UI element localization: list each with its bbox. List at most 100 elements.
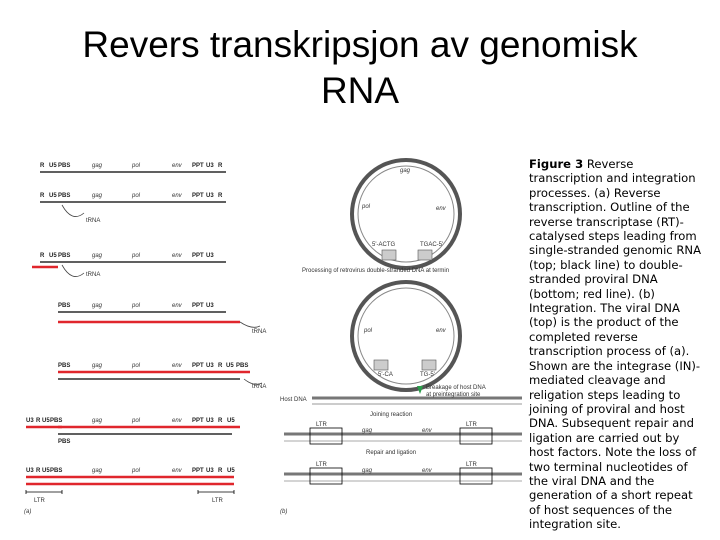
- rt-step-5: PBS gag pol env PPT U3 R U5 PBS tRNA: [58, 363, 266, 390]
- breakage-label-2: at preintegration site: [426, 392, 481, 398]
- reverse-transcription-figure: R U5 PBS gag pol env PPT U3 R R U5 PBS g…: [22, 150, 522, 522]
- label-ppt: PPT: [192, 418, 204, 424]
- label-r-end: R: [218, 163, 223, 169]
- label-env: env: [172, 163, 183, 169]
- label-gag: gag: [92, 193, 103, 199]
- label-ltr-right: LTR: [212, 498, 224, 504]
- label-r: R: [40, 253, 45, 259]
- figure-caption: Figure 3 Reverse transcription and integ…: [529, 157, 707, 532]
- label-ppt: PPT: [192, 363, 204, 369]
- label-pbs: PBS: [58, 363, 70, 369]
- circle-bottom: pol env 5'-CA TG-5': [350, 280, 462, 392]
- circle-top: gag pol env 5'-ACTG TGAC-5': [350, 158, 462, 270]
- joined-dna-1: LTR LTR gag env: [284, 422, 522, 445]
- label-ppt: PPT: [192, 253, 204, 259]
- end-seq-1: 5'-ACTG: [372, 242, 395, 248]
- ltr-label: LTR: [316, 422, 328, 428]
- circle-pol-label: pol: [363, 328, 373, 334]
- label-u5: U5: [227, 468, 235, 474]
- label-pbs: PBS: [50, 468, 62, 474]
- processing-label: Processing of retrovirus double-stranded…: [302, 268, 449, 274]
- label-r: R: [40, 193, 45, 199]
- label-pbs: PBS: [58, 439, 70, 445]
- label-u5: U5: [226, 363, 234, 369]
- joining-label: Joining reaction: [370, 412, 412, 418]
- label-trna: tRNA: [86, 218, 100, 224]
- label-env: env: [172, 303, 183, 309]
- env-label: env: [422, 428, 433, 434]
- label-env: env: [172, 193, 183, 199]
- label-gag: gag: [92, 418, 103, 424]
- ltr-label: LTR: [466, 462, 478, 468]
- label-gag: gag: [92, 253, 103, 259]
- label-u5: U5: [49, 253, 57, 259]
- label-pbs: PBS: [50, 418, 62, 424]
- label-pol: pol: [131, 193, 141, 199]
- host-dna-row: Host DNA Breakage of host DNA at preinte…: [280, 385, 522, 405]
- circle-env-label: env: [436, 328, 447, 334]
- label-env: env: [172, 363, 183, 369]
- label-env: env: [172, 468, 183, 474]
- label-u3: U3: [26, 468, 34, 474]
- label-gag: gag: [92, 303, 103, 309]
- gag-label: gag: [362, 428, 373, 434]
- label-u3: U3: [206, 193, 214, 199]
- label-u3: U3: [206, 303, 214, 309]
- label-trna: tRNA: [86, 272, 100, 278]
- env-label: env: [422, 468, 433, 474]
- ltr-label: LTR: [466, 422, 478, 428]
- label-pbs: PBS: [236, 363, 248, 369]
- rt-step-2: R U5 PBS gag pol env PPT U3 R tRNA: [40, 193, 226, 224]
- repair-label: Repair and ligation: [366, 450, 416, 456]
- end-seq-3: 5'-CA: [378, 372, 393, 378]
- label-ppt: PPT: [192, 468, 204, 474]
- label-pbs: PBS: [58, 253, 70, 259]
- label-u3: U3: [206, 418, 214, 424]
- rt-step-7: U3 R U5 PBS gag pol env PPT U3 R U5 LTR …: [25, 468, 235, 504]
- gag-label: gag: [362, 468, 373, 474]
- label-u5: U5: [227, 418, 235, 424]
- caption-label: Figure 3: [529, 157, 584, 171]
- panel-a-label: (a): [24, 509, 31, 515]
- joined-dna-2: LTR LTR gag env: [284, 462, 522, 485]
- label-pol: pol: [131, 163, 141, 169]
- label-gag: gag: [92, 163, 103, 169]
- label-pol: pol: [131, 253, 141, 259]
- host-dna-label: Host DNA: [280, 397, 307, 403]
- label-pbs: PBS: [58, 163, 70, 169]
- title-line-1: Revers transkripsjon av genomisk: [82, 24, 638, 65]
- label-u3: U3: [206, 253, 214, 259]
- label-pol: pol: [131, 363, 141, 369]
- label-r: R: [40, 163, 45, 169]
- label-pol: pol: [131, 303, 141, 309]
- end-seq-4: TG-5': [420, 372, 435, 378]
- circle-gag-label: gag: [400, 168, 411, 174]
- breakage-label-1: Breakage of host DNA: [426, 385, 486, 391]
- rt-step-6: U3 R U5 PBS gag pol env PPT U3 R U5 PBS: [26, 418, 240, 445]
- label-pbs: PBS: [58, 303, 70, 309]
- end-seq-2: TGAC-5': [420, 242, 443, 248]
- label-ppt: PPT: [192, 303, 204, 309]
- label-ppt: PPT: [192, 193, 204, 199]
- label-r: R: [36, 468, 41, 474]
- title-line-2: RNA: [320, 70, 400, 111]
- label-r: R: [36, 418, 41, 424]
- label-u3: U3: [26, 418, 34, 424]
- label-gag: gag: [92, 468, 103, 474]
- rt-step-4: PBS gag pol env PPT U3 tRNA: [58, 303, 266, 335]
- label-gag: gag: [92, 363, 103, 369]
- label-env: env: [172, 418, 183, 424]
- caption-text: Reverse transcription and integration pr…: [529, 157, 702, 532]
- ltr-label: LTR: [316, 462, 328, 468]
- slide-title: Revers transkripsjon av genomisk RNA: [0, 22, 720, 114]
- label-r-end: R: [218, 193, 223, 199]
- circle-pol-label: pol: [361, 204, 371, 210]
- label-u3: U3: [206, 468, 214, 474]
- label-trna: tRNA: [252, 384, 266, 390]
- label-ppt: PPT: [192, 163, 204, 169]
- label-r: R: [218, 468, 223, 474]
- label-r: R: [218, 418, 223, 424]
- label-u5: U5: [49, 163, 57, 169]
- label-u3: U3: [206, 363, 214, 369]
- label-u3: U3: [206, 163, 214, 169]
